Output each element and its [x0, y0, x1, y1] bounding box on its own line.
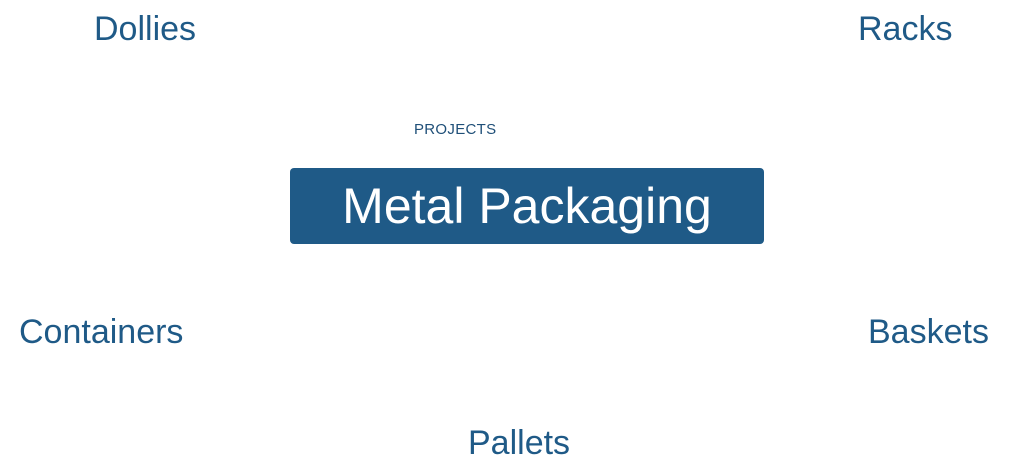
section-eyebrow: PROJECTS: [414, 121, 497, 138]
page-title-box: Metal Packaging: [290, 168, 764, 244]
page-title: Metal Packaging: [342, 178, 712, 234]
category-link-racks[interactable]: Racks: [858, 10, 953, 48]
category-link-dollies[interactable]: Dollies: [94, 10, 197, 48]
category-link-baskets[interactable]: Baskets: [868, 313, 989, 351]
category-link-pallets[interactable]: Pallets: [468, 424, 571, 462]
category-link-containers[interactable]: Containers: [19, 313, 184, 351]
